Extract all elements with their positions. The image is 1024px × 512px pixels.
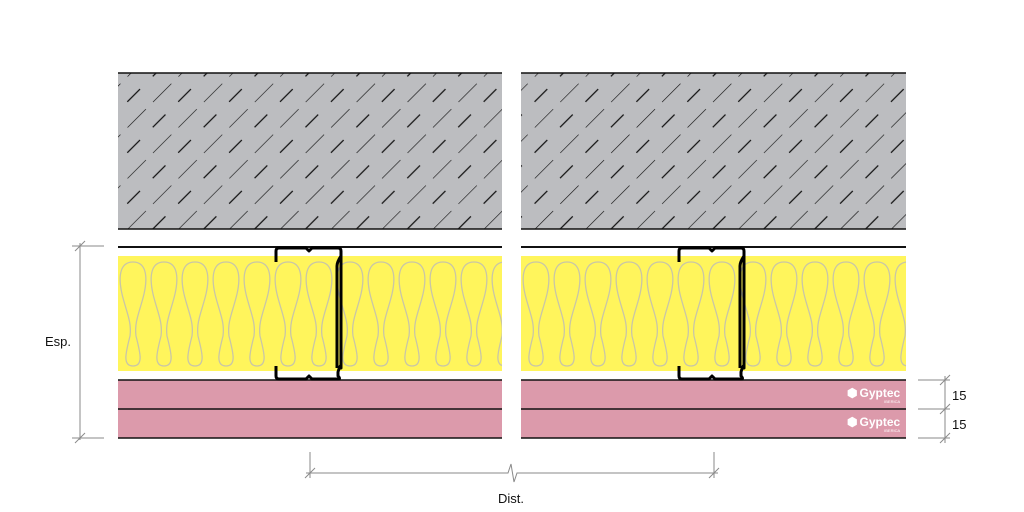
thickness-dimension [72, 240, 104, 444]
metal-stud [677, 246, 746, 381]
metal-stud [274, 246, 343, 381]
distance-dimension [304, 452, 720, 483]
distance-label: Dist. [498, 491, 524, 506]
board-dimension [918, 374, 951, 444]
cube-icon: ⬢ [847, 415, 858, 429]
section-panel-2 [521, 72, 906, 439]
board1-thickness: 15 [952, 388, 967, 403]
section-panel-1 [118, 72, 502, 439]
cube-icon: ⬢ [847, 386, 858, 400]
thickness-label: Esp. [45, 334, 72, 349]
board2-thickness: 15 [952, 417, 967, 432]
